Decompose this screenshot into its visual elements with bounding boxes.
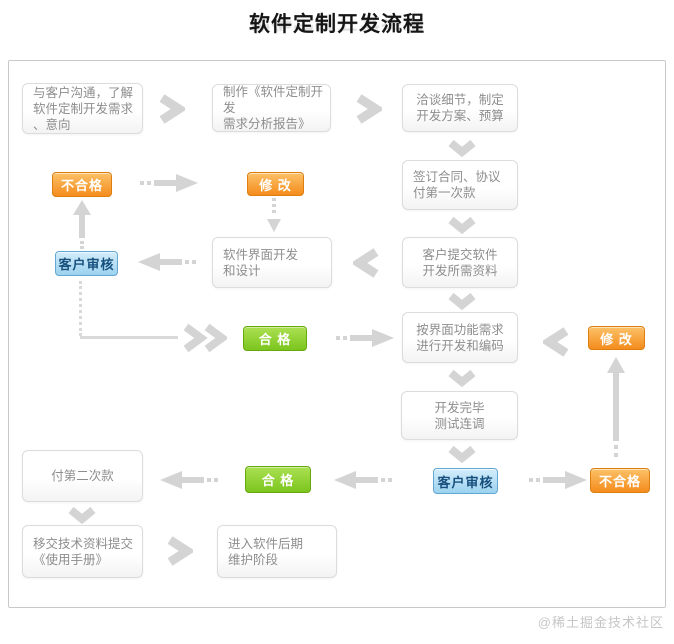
node-maintenance-phase: 进入软件后期 维护阶段	[217, 525, 337, 578]
dotted-arrow-right-icon	[140, 174, 198, 192]
node-negotiate-plan-budget: 洽谈细节，制定 开发方案、预算	[402, 84, 518, 132]
node-dev-complete-testing: 开发完毕 测试连调	[401, 391, 518, 440]
double-arrow-right-icon	[181, 323, 227, 353]
tag-pass-bottom: 合 格	[245, 466, 311, 493]
arrow-down-icon	[447, 139, 477, 157]
arrow-down-icon	[447, 216, 477, 234]
connector-dotted-vertical	[79, 281, 82, 336]
watermark: @稀土掘金技术社区	[537, 615, 664, 630]
tag-modify-top: 修 改	[247, 172, 304, 196]
arrow-right-icon	[163, 536, 193, 566]
page-title: 软件定制开发流程	[249, 13, 425, 36]
node-handover-manual: 移交技术资料提交 《使用手册》	[22, 525, 143, 578]
dotted-arrow-left-icon	[138, 253, 196, 271]
tag-fail-top: 不合格	[52, 172, 112, 197]
arrow-down-icon	[447, 445, 477, 463]
tag-client-review-bottom: 客户审核	[433, 468, 498, 494]
node-communicate-requirements: 与客户沟通，了解 软件定制开发需求 、意向	[22, 83, 143, 134]
arrow-down-icon	[447, 292, 477, 310]
connector-line-horizontal	[80, 336, 178, 339]
tag-pass-middle: 合 格	[243, 326, 307, 351]
dotted-arrow-right-icon	[529, 471, 587, 489]
node-ui-development-design: 软件界面开发 和设计	[212, 237, 332, 288]
arrow-left-icon	[543, 327, 573, 357]
arrow-down-icon	[447, 369, 477, 387]
node-client-submit-materials: 客户提交软件 开发所需资料	[402, 237, 518, 288]
node-sign-contract-first-payment: 签订合同、协议 付第一次款	[402, 160, 518, 210]
tag-modify-right: 修 改	[588, 326, 645, 350]
arrow-right-icon	[352, 94, 382, 124]
dotted-arrow-left-icon	[160, 471, 218, 489]
arrow-down-icon	[67, 506, 97, 524]
dotted-arrow-right-icon	[336, 329, 394, 347]
node-requirements-report: 制作《软件定制开发 需求分析报告》	[212, 84, 331, 132]
tag-fail-bottom: 不合格	[590, 468, 650, 493]
node-develop-and-code: 按界面功能需求 进行开发和编码	[402, 312, 518, 363]
node-second-payment: 付第二次款	[22, 450, 143, 502]
dotted-arrow-left-icon	[334, 471, 392, 489]
dotted-arrow-up-icon	[73, 200, 91, 249]
arrow-right-icon	[155, 94, 185, 124]
dotted-arrow-up-long-icon	[607, 357, 625, 457]
tag-client-review-left: 客户审核	[55, 251, 118, 276]
arrow-left-icon	[353, 248, 383, 278]
dotted-arrow-down-icon	[267, 198, 281, 232]
